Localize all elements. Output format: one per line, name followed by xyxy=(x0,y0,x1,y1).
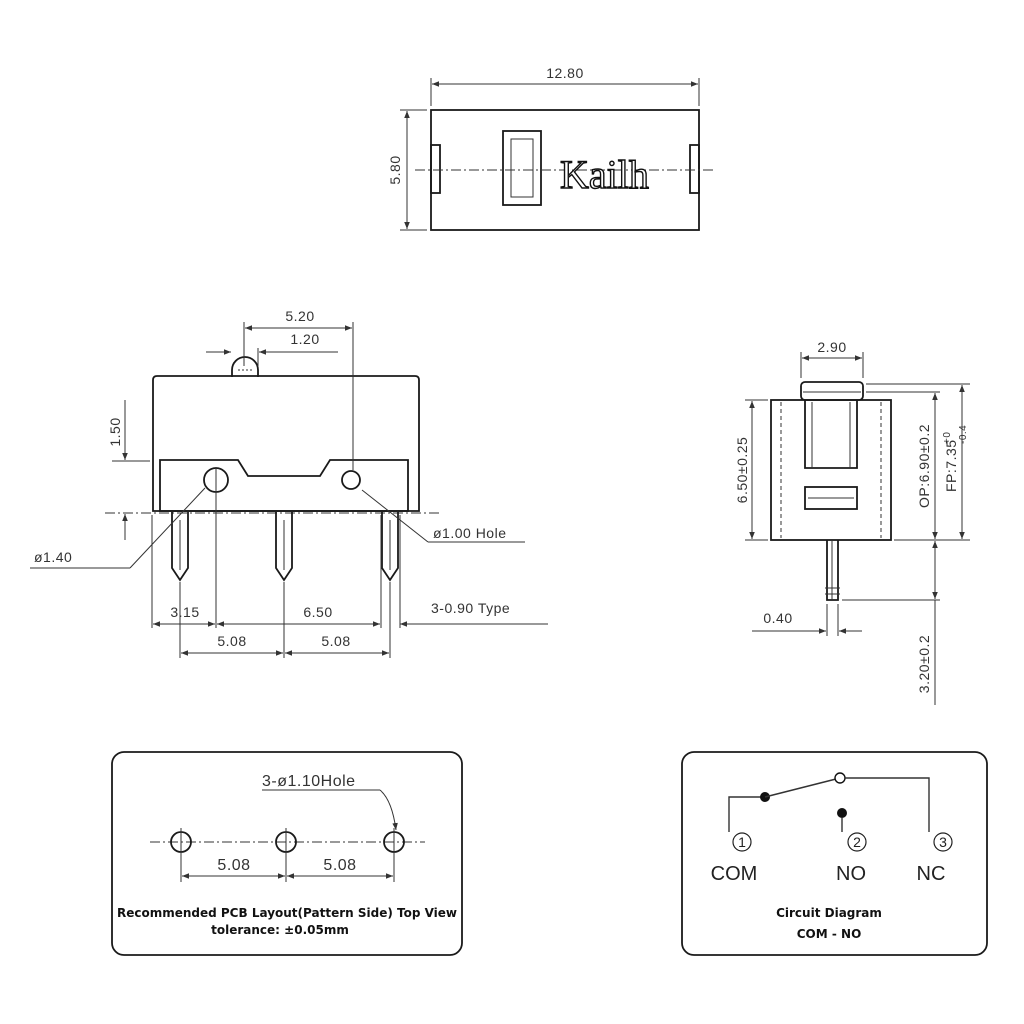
pin-nc xyxy=(381,512,399,582)
mount-plate xyxy=(159,459,409,512)
pin-no xyxy=(275,512,293,582)
dim-3.20-label: 3.20±0.2 xyxy=(916,635,932,693)
dim-1.50-label: 1.50 xyxy=(107,417,123,446)
front-view-body xyxy=(152,375,420,512)
pin-2-number: 2 xyxy=(853,834,861,850)
pin-diameter-label: ø1.40 xyxy=(34,549,72,565)
width-dimension-label: 12.80 xyxy=(546,65,584,81)
plunger-shaft xyxy=(804,400,858,469)
pitch-right-label: 5.08 xyxy=(321,633,350,649)
height-dimension-label: 5.80 xyxy=(387,155,403,184)
plunger-base xyxy=(804,486,858,510)
pin-com-label: COM xyxy=(711,863,758,885)
side-view-body xyxy=(770,399,892,541)
dim-0.40-label: 0.40 xyxy=(763,610,792,626)
switch-lever xyxy=(764,778,837,798)
hole-1.00-icon xyxy=(341,470,361,490)
pin-3-circle-icon xyxy=(933,832,953,852)
pin-no-label: NO xyxy=(836,863,866,885)
dim-5.20-label: 5.20 xyxy=(285,308,314,324)
dim-1.20-label: 1.20 xyxy=(290,331,319,347)
pcb-hole-label: 3-ø1.10Hole xyxy=(262,773,356,790)
pcb-layout-frame xyxy=(111,751,463,956)
brand-logo: Kailh xyxy=(560,152,649,197)
plunger-top xyxy=(510,138,534,198)
dim-6.50-label: 6.50 xyxy=(303,604,332,620)
plunger-slot xyxy=(502,130,542,206)
pin-nc-label: NC xyxy=(917,863,946,885)
dim-2.90-label: 2.90 xyxy=(817,339,846,355)
left-terminal-tab xyxy=(430,144,441,194)
pin-1-number: 1 xyxy=(738,834,746,850)
circuit-caption-title: Circuit Diagram xyxy=(776,906,882,920)
pin-type-label: 3-0.90 Type xyxy=(431,600,510,616)
plunger-cap xyxy=(800,381,864,401)
top-view: Kailh 12.80 5.80 xyxy=(387,65,715,231)
pin-3-number: 3 xyxy=(939,834,947,850)
hole-1.00-label: ø1.00 Hole xyxy=(433,525,506,541)
actuator-button xyxy=(231,356,259,377)
dim-op-label: OP:6.90±0.2 xyxy=(916,424,932,508)
front-view: 5.20 1.20 1.50 ø1.00 Hole ø1.40 3.15 6.5… xyxy=(30,308,548,658)
pcb-caption-title: Recommended PCB Layout(Pattern Side) Top… xyxy=(117,906,457,920)
circuit-diagram-panel: 1 2 3 COM NO NC Circuit Diagram COM - NO xyxy=(681,751,988,956)
pcb-pitch-left-label: 5.08 xyxy=(217,857,250,874)
dim-fp-label: FP:7.35 xyxy=(943,439,959,492)
nc-wire xyxy=(845,777,930,832)
pcb-pitch-right-label: 5.08 xyxy=(323,857,356,874)
side-view: 2.90 6.50±0.25 OP:6.90±0.2 FP:7.35 +0 -0… xyxy=(734,339,970,705)
pin-com xyxy=(171,512,189,582)
dim-3.15-label: 3.15 xyxy=(170,604,199,620)
dim-fp-tol-minus: -0.4 xyxy=(958,425,969,444)
no-contact-dot xyxy=(837,808,847,818)
pcb-layout-panel: 5.08 5.08 3-ø1.10Hole Recommended PCB La… xyxy=(111,751,463,956)
pin-1-circle-icon xyxy=(732,832,752,852)
circuit-frame xyxy=(681,751,988,956)
com-wire xyxy=(728,796,765,832)
circuit-caption-mode: COM - NO xyxy=(797,927,862,941)
dim-fp-tol-plus: +0 xyxy=(942,432,953,444)
nc-contact-dot xyxy=(834,772,846,784)
right-terminal-tab xyxy=(689,144,700,194)
pcb-caption-tolerance: tolerance: ±0.05mm xyxy=(211,923,349,937)
dim-6.50-side-label: 6.50±0.25 xyxy=(734,437,750,504)
pin-2-circle-icon xyxy=(847,832,867,852)
pitch-left-label: 5.08 xyxy=(217,633,246,649)
